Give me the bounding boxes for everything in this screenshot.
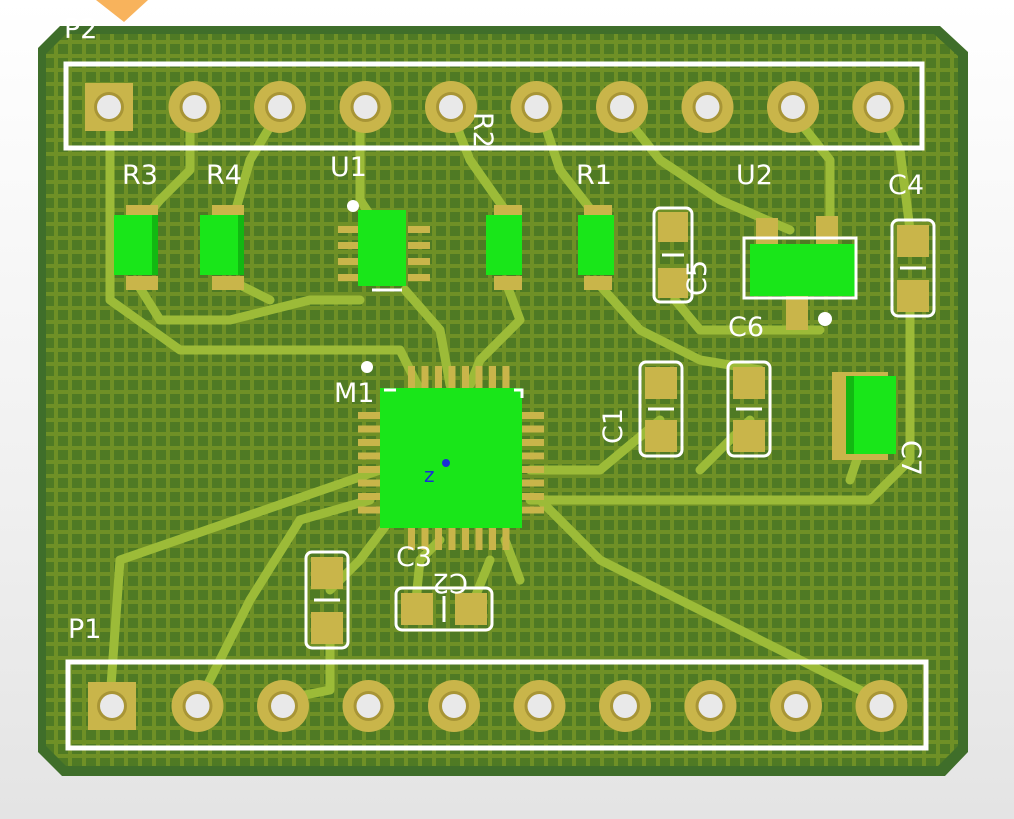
P1-pin-4: [342, 680, 395, 732]
P2-pin-4: [339, 81, 392, 133]
label-P2: P2: [64, 14, 97, 45]
m1-pin: [358, 466, 382, 473]
label-C1: C1: [598, 408, 629, 444]
capacitor-C3: [304, 550, 350, 650]
chip-M1: [358, 361, 544, 550]
header-P1-outline: [65, 659, 929, 751]
m1-pin: [520, 452, 544, 460]
m1-pin: [520, 506, 544, 514]
m1-pin: [475, 526, 483, 550]
m1-pin: [421, 526, 429, 550]
P2-pin-7: [596, 81, 648, 133]
label-R3: R3: [122, 160, 158, 191]
m1-pin: [358, 412, 382, 419]
label-P1: P1: [68, 614, 101, 645]
P2-pin-2: [168, 81, 221, 133]
label-C3: C3: [396, 542, 432, 573]
m1-pin: [502, 366, 510, 390]
header-P2-outline: [63, 61, 925, 151]
m1-pin: [358, 425, 382, 433]
P2-pin-6: [510, 81, 563, 133]
m1-pin: [520, 439, 544, 446]
m1-pin: [520, 479, 544, 487]
label-C5: C5: [682, 260, 713, 296]
P2-pin-5: [425, 81, 477, 133]
P2-pin-3: [254, 81, 306, 133]
m1-pin: [448, 526, 456, 550]
resistor-R1: [578, 205, 614, 290]
m1-pin: [520, 412, 544, 419]
m1-pin: [520, 493, 544, 500]
label-U2: U2: [736, 160, 773, 191]
m1-pin: [462, 366, 469, 390]
P1-pin-9: [770, 680, 822, 732]
resistor-R4: [200, 205, 244, 290]
P2-pin-10: [852, 81, 905, 133]
capacitor-C2: [394, 586, 494, 632]
label-U1: U1: [330, 152, 367, 183]
P2-pin-1: [85, 83, 133, 131]
header-P2-pins: [85, 81, 905, 133]
axis-z-label: z: [424, 463, 435, 487]
m1-pin: [520, 466, 544, 473]
P1-pin-8: [684, 680, 737, 732]
P2-pin-8: [681, 81, 734, 133]
resistor-R2: [486, 205, 522, 290]
capacitor-C7: [832, 372, 896, 460]
label-R4: R4: [206, 160, 242, 191]
P2-pin-9: [767, 81, 819, 133]
capacitor-C6: [726, 360, 772, 458]
chip-U1: [338, 200, 430, 292]
m1-pin: [408, 366, 415, 390]
P1-pin-10: [855, 680, 908, 732]
P1-pin-5: [428, 680, 480, 732]
m1-pin: [502, 526, 510, 550]
m1-pin: [448, 366, 456, 390]
m1-pin: [408, 526, 415, 550]
label-C4: C4: [888, 170, 924, 201]
P1-pin-3: [257, 680, 309, 732]
header-P1-pins: [88, 680, 908, 732]
m1-pin: [435, 526, 442, 550]
label-R1: R1: [576, 160, 612, 191]
m1-pin: [358, 452, 382, 460]
P1-pin-1: [88, 682, 136, 730]
m1-pin: [462, 526, 469, 550]
m1-pin: [358, 493, 382, 500]
board-corner-glare: [96, 0, 148, 22]
capacitor-C4: [890, 218, 936, 318]
capacitor-C1: [638, 360, 684, 458]
P1-pin-6: [513, 680, 566, 732]
label-M1: M1: [334, 378, 374, 409]
m1-pin: [435, 366, 442, 390]
m1-pin: [358, 479, 382, 487]
m1-pin: [520, 425, 544, 433]
m1-pin: [358, 439, 382, 446]
m1-pin: [421, 366, 429, 390]
label-C7: C7: [895, 440, 926, 476]
P1-pin-2: [171, 680, 224, 732]
label-R2: R2: [467, 112, 498, 148]
m1-pin: [489, 366, 496, 390]
resistor-R3: [114, 205, 158, 290]
axis-origin-marker: [442, 459, 450, 467]
m1-pin: [475, 366, 483, 390]
capacitor-C5: [652, 206, 694, 304]
chip-U2: [742, 216, 858, 330]
m1-pin: [358, 506, 382, 514]
P1-pin-7: [599, 680, 651, 732]
label-C2: C2: [432, 567, 468, 598]
label-C6: C6: [728, 312, 764, 343]
m1-pin: [489, 526, 496, 550]
